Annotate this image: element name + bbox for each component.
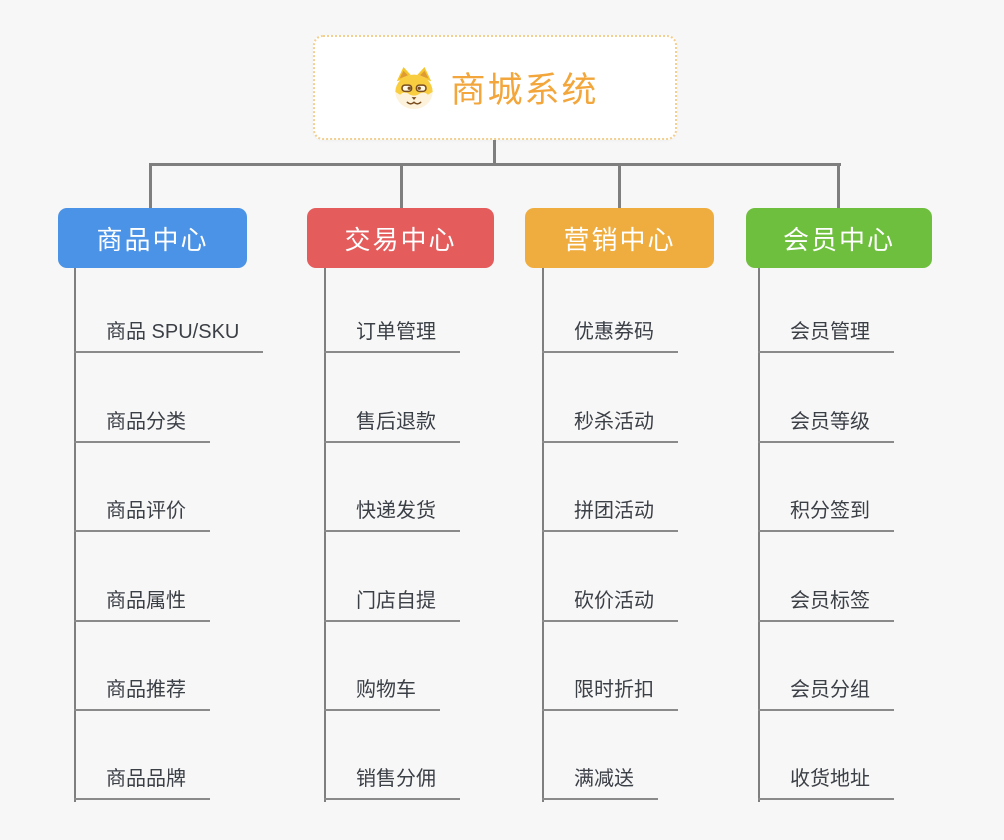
leaf-node[interactable]: 会员管理: [758, 264, 894, 354]
leaf-node[interactable]: 会员等级: [758, 353, 894, 443]
leaf-node[interactable]: 收货地址: [758, 711, 894, 801]
leaf-node[interactable]: 会员标签: [758, 532, 894, 622]
trunk-trade: [324, 268, 326, 802]
leaf-node[interactable]: 满减送: [542, 711, 658, 801]
branch-header-member-center[interactable]: 会员中心: [746, 208, 932, 268]
leaf-node[interactable]: 拼团活动: [542, 443, 678, 533]
branch-header-trade-center[interactable]: 交易中心: [307, 208, 494, 268]
leaf-node[interactable]: 积分签到: [758, 443, 894, 533]
trunk-marketing: [542, 268, 544, 802]
leaf-node[interactable]: 商品属性: [74, 532, 210, 622]
branch-column-member: 会员管理 会员等级 积分签到 会员标签 会员分组 收货地址: [758, 264, 894, 801]
trunk-product: [74, 268, 76, 802]
branch-column-product: 商品 SPU/SKU 商品分类 商品评价 商品属性 商品推荐 商品品牌: [74, 264, 264, 801]
leaf-node[interactable]: 砍价活动: [542, 532, 678, 622]
leaf-node[interactable]: 商品分类: [74, 353, 210, 443]
connector-drop-member: [837, 164, 840, 209]
branch-column-trade: 订单管理 售后退款 快递发货 门店自提 购物车 销售分佣: [324, 264, 460, 801]
leaf-node[interactable]: 商品评价: [74, 443, 210, 533]
leaf-node[interactable]: 销售分佣: [324, 711, 460, 801]
connector-horizontal: [149, 163, 841, 166]
root-node[interactable]: 商城系统: [313, 35, 677, 140]
leaf-node[interactable]: 会员分组: [758, 622, 894, 711]
leaf-node[interactable]: 商品推荐: [74, 622, 210, 711]
leaf-node[interactable]: 售后退款: [324, 353, 460, 443]
leaf-node[interactable]: 优惠券码: [542, 264, 678, 354]
leaf-node[interactable]: 门店自提: [324, 532, 460, 622]
dog-face-icon: [395, 66, 434, 109]
connector-root-drop: [493, 140, 496, 164]
branch-header-marketing-center[interactable]: 营销中心: [525, 208, 714, 268]
connector-drop-marketing: [618, 164, 621, 209]
leaf-node[interactable]: 商品品牌: [74, 711, 210, 801]
branch-header-product-center[interactable]: 商品中心: [58, 208, 247, 268]
connector-drop-product: [149, 164, 152, 209]
leaf-node[interactable]: 快递发货: [324, 443, 460, 533]
leaf-node[interactable]: 订单管理: [324, 264, 460, 354]
branch-column-marketing: 优惠券码 秒杀活动 拼团活动 砍价活动 限时折扣 满减送: [542, 264, 678, 801]
leaf-node[interactable]: 限时折扣: [542, 622, 678, 711]
root-title: 商城系统: [450, 71, 599, 110]
leaf-node[interactable]: 秒杀活动: [542, 353, 678, 443]
connector-drop-trade: [400, 164, 403, 209]
leaf-node[interactable]: 商品 SPU/SKU: [74, 264, 264, 354]
trunk-member: [758, 268, 760, 802]
leaf-node[interactable]: 购物车: [324, 622, 440, 711]
